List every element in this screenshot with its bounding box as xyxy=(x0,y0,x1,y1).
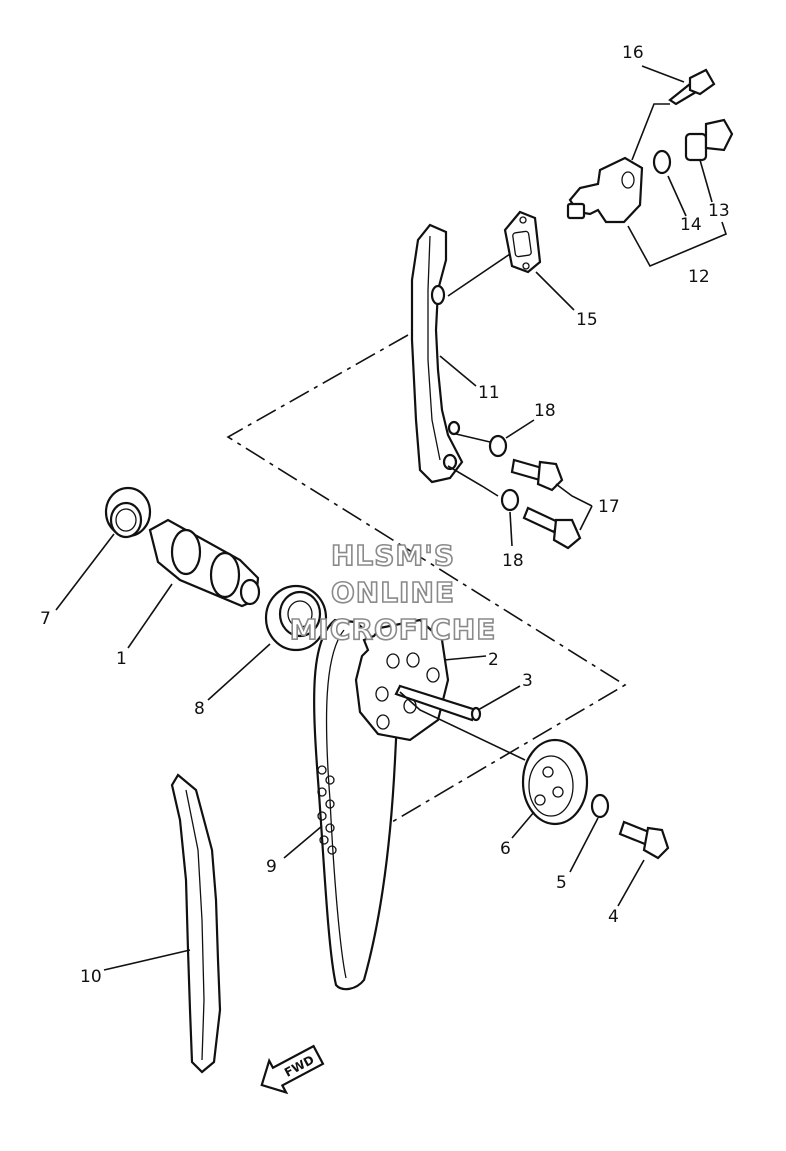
watermark-line-2: ONLINE xyxy=(331,576,455,609)
callout-6: 6 xyxy=(500,839,511,859)
tensioner-cap-bolt xyxy=(684,118,734,162)
tensioner-washer xyxy=(652,149,672,175)
callout-14: 14 xyxy=(680,215,702,235)
cam-chain-tensioner xyxy=(566,156,644,224)
sprocket-plate xyxy=(521,738,589,826)
sprocket-bolt xyxy=(618,820,670,860)
watermark-line-3: MICROFICHE xyxy=(290,613,497,646)
guide-washer-upper xyxy=(488,434,508,458)
callout-12: 12 xyxy=(688,267,710,287)
callout-5: 5 xyxy=(556,873,567,893)
camshaft xyxy=(148,518,261,608)
callout-2: 2 xyxy=(488,650,499,670)
tensioner-bolt xyxy=(668,68,716,106)
assembly-reference-lines xyxy=(226,334,627,823)
callout-15: 15 xyxy=(576,310,598,330)
camshaft-bearing-left xyxy=(104,486,152,539)
watermark: HLSM'S ONLINE MICROFICHE xyxy=(289,538,497,647)
callout-4: 4 xyxy=(608,907,619,927)
callout-9: 9 xyxy=(266,857,277,877)
callout-3: 3 xyxy=(522,671,533,691)
guide-bolts xyxy=(510,458,582,550)
guide-washer-lower xyxy=(500,488,520,512)
forward-direction-arrow: FWD xyxy=(260,1044,325,1095)
callout-17: 17 xyxy=(598,497,620,517)
chain-guide-upper xyxy=(410,223,464,484)
chain-link-detail xyxy=(317,765,337,855)
callout-7: 7 xyxy=(40,609,51,629)
camshaft-bearing-right xyxy=(264,584,328,652)
callout-18-upper: 18 xyxy=(534,401,556,421)
sprocket-washer xyxy=(590,793,610,819)
sprocket-pin xyxy=(394,684,482,722)
callout-13: 13 xyxy=(708,201,730,221)
leader-lines xyxy=(55,65,727,971)
tensioner-gasket xyxy=(503,210,542,274)
chain-guide-lower xyxy=(170,773,222,1074)
callout-8: 8 xyxy=(194,699,205,719)
callout-16: 16 xyxy=(622,43,644,63)
callout-10: 10 xyxy=(80,967,102,987)
callout-11: 11 xyxy=(478,383,500,403)
callout-labels: 7 1 8 9 10 2 3 4 5 6 11 12 13 14 15 16 1… xyxy=(40,43,730,987)
callout-1: 1 xyxy=(116,649,127,669)
watermark-line-1: HLSM'S xyxy=(331,539,455,572)
callout-18-lower: 18 xyxy=(502,551,524,571)
